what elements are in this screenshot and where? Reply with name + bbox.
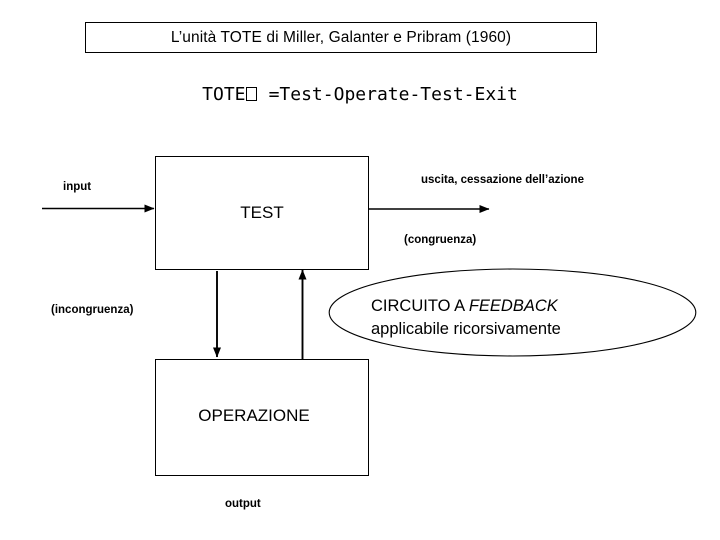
uscita-label: uscita, cessazione dell’azione [421,174,584,186]
feedback-line1-plain: CIRCUITO A [371,297,469,315]
output-label: output [225,498,261,510]
page-title: L’unità TOTE di Miller, Galanter e Pribr… [170,28,512,46]
missing-glyph-icon [246,87,258,102]
subtitle: TOTE =Test-Operate-Test-Exit [0,84,720,106]
subtitle-suffix: =Test-Operate-Test-Exit [257,84,518,105]
test-box: TEST [155,156,369,270]
operazione-box: OPERAZIONE [155,359,369,476]
feedback-callout-text: CIRCUITO A FEEDBACK applicabile ricorsiv… [371,295,671,342]
feedback-line1-italic: FEEDBACK [468,297,558,315]
feedback-line-2: applicabile ricorsivamente [371,320,561,339]
input-label: input [63,181,92,193]
feedback-line-1: CIRCUITO A FEEDBACK [371,295,671,318]
test-box-label: TEST [240,202,284,222]
incongruenza-label: (incongruenza) [51,304,134,316]
operazione-box-label: OPERAZIONE [198,406,310,425]
congruenza-label: (congruenza) [404,234,477,246]
subtitle-prefix: TOTE [202,84,246,105]
feedback-ellipse [328,268,697,357]
title-box: L’unità TOTE di Miller, Galanter e Pribr… [85,22,597,53]
